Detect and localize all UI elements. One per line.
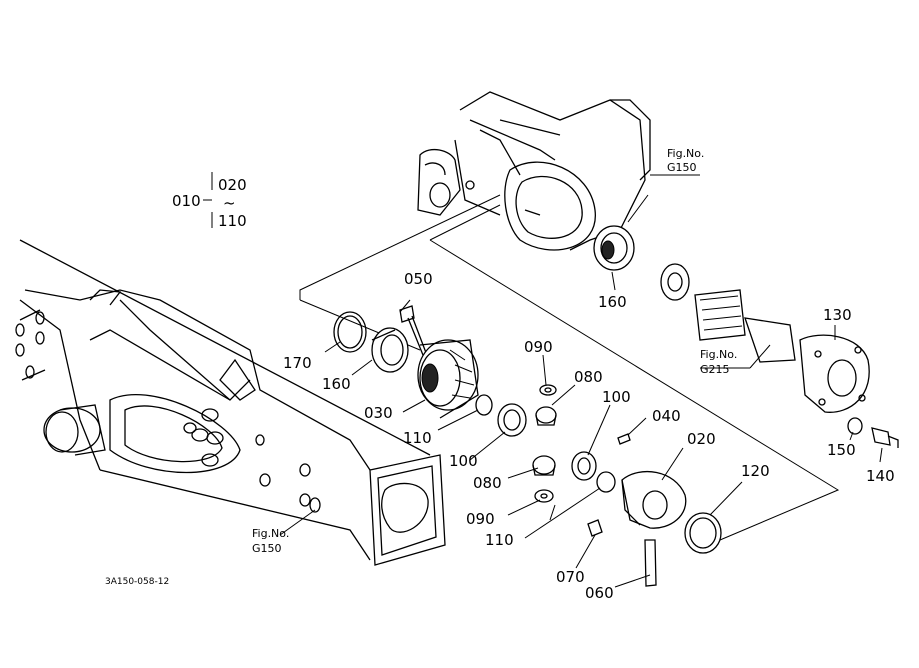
part-090b-label: 090 — [466, 510, 495, 528]
fig-ref-mid-label: Fig.No. — [700, 348, 737, 361]
washer-110-upper — [475, 394, 493, 416]
fig-ref-top-number: G150 — [667, 161, 697, 174]
pin-070 — [587, 519, 603, 537]
part-080b-label: 080 — [473, 474, 502, 492]
fig-ref-mid-number: G215 — [700, 363, 730, 376]
pin-040 — [617, 433, 631, 445]
pinion-080-lower — [532, 455, 556, 476]
part-080a-label: 080 — [574, 368, 603, 386]
fig-ref-bot-number: G150 — [252, 542, 282, 555]
part-130-label: 130 — [823, 306, 852, 324]
part-070-label: 070 — [556, 568, 585, 586]
part-110c-label: 110 — [485, 531, 514, 549]
axle-housing — [15, 239, 446, 566]
shaft-060 — [644, 539, 657, 587]
part-150-label: 150 — [827, 441, 856, 459]
explosion-lines — [299, 194, 840, 541]
leader-lines — [203, 172, 883, 588]
bearing-160-lower — [371, 327, 409, 373]
drawing-code: 3A150-058-12 — [105, 577, 169, 587]
fig-ref-bot-label: Fig.No. — [252, 527, 289, 540]
part-020b-label: 020 — [687, 430, 716, 448]
washer-150 — [847, 417, 863, 435]
part-120-label: 120 — [741, 462, 770, 480]
part-140-label: 140 — [866, 467, 895, 485]
side-gear-100-right — [571, 451, 597, 481]
part-090a-label: 090 — [524, 338, 553, 356]
washer-090-lower — [534, 489, 554, 503]
coupling-parts — [660, 263, 796, 363]
washer-110-lower — [596, 471, 616, 493]
differential-case-housing — [417, 91, 651, 251]
part-100a-label: 100 — [449, 452, 478, 470]
part-160a-label: 160 — [598, 293, 627, 311]
shim-170 — [333, 311, 367, 353]
part-170-label: 170 — [283, 354, 312, 372]
washer-090-upper — [539, 384, 557, 396]
bolt-140 — [871, 427, 899, 448]
part-050-label: 050 — [404, 270, 433, 288]
part-110b-label: 110 — [403, 429, 432, 447]
part-160b-label: 160 — [322, 375, 351, 393]
shim-120 — [684, 512, 722, 554]
fig-ref-top-label: Fig.No. — [667, 147, 704, 160]
part-110a-label: 110 — [218, 212, 247, 230]
part-020a-label: 020 — [218, 176, 247, 194]
part-010-label: 010 — [172, 192, 201, 210]
diff-case-020 — [621, 470, 687, 529]
flange-130 — [799, 334, 870, 413]
tilde-label: ~ — [223, 194, 236, 212]
bearing-160-upper — [593, 225, 635, 271]
part-100b-label: 100 — [602, 388, 631, 406]
part-030-label: 030 — [364, 404, 393, 422]
ring-gear-030 — [417, 339, 479, 419]
part-040-label: 040 — [652, 407, 681, 425]
side-gear-100-left — [497, 403, 527, 437]
pinion-080-upper — [535, 406, 557, 426]
part-060-label: 060 — [585, 584, 614, 602]
